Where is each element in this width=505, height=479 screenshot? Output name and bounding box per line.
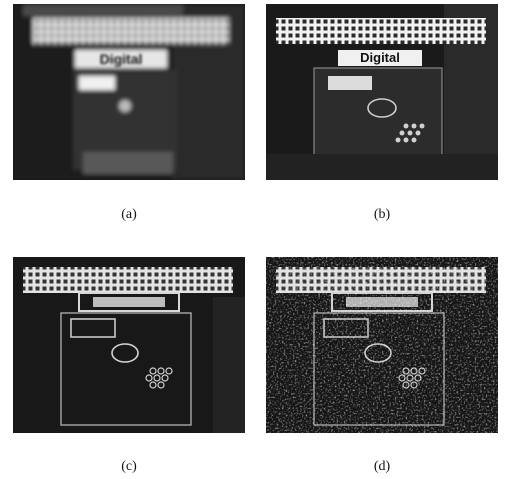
caption-b: (b) — [373, 207, 391, 222]
caption-c: (c) — [121, 459, 137, 474]
panel-b-image: Digital — [266, 4, 498, 180]
caption-d: (d) — [373, 459, 391, 474]
panel-a-image: Digital — [13, 4, 245, 180]
panel-d-image — [266, 257, 498, 433]
caption-a: (a) — [121, 207, 137, 222]
sign-label-a: Digital — [99, 51, 143, 67]
sign-label-b: Digital — [360, 50, 400, 65]
panel-c-image — [13, 257, 245, 433]
